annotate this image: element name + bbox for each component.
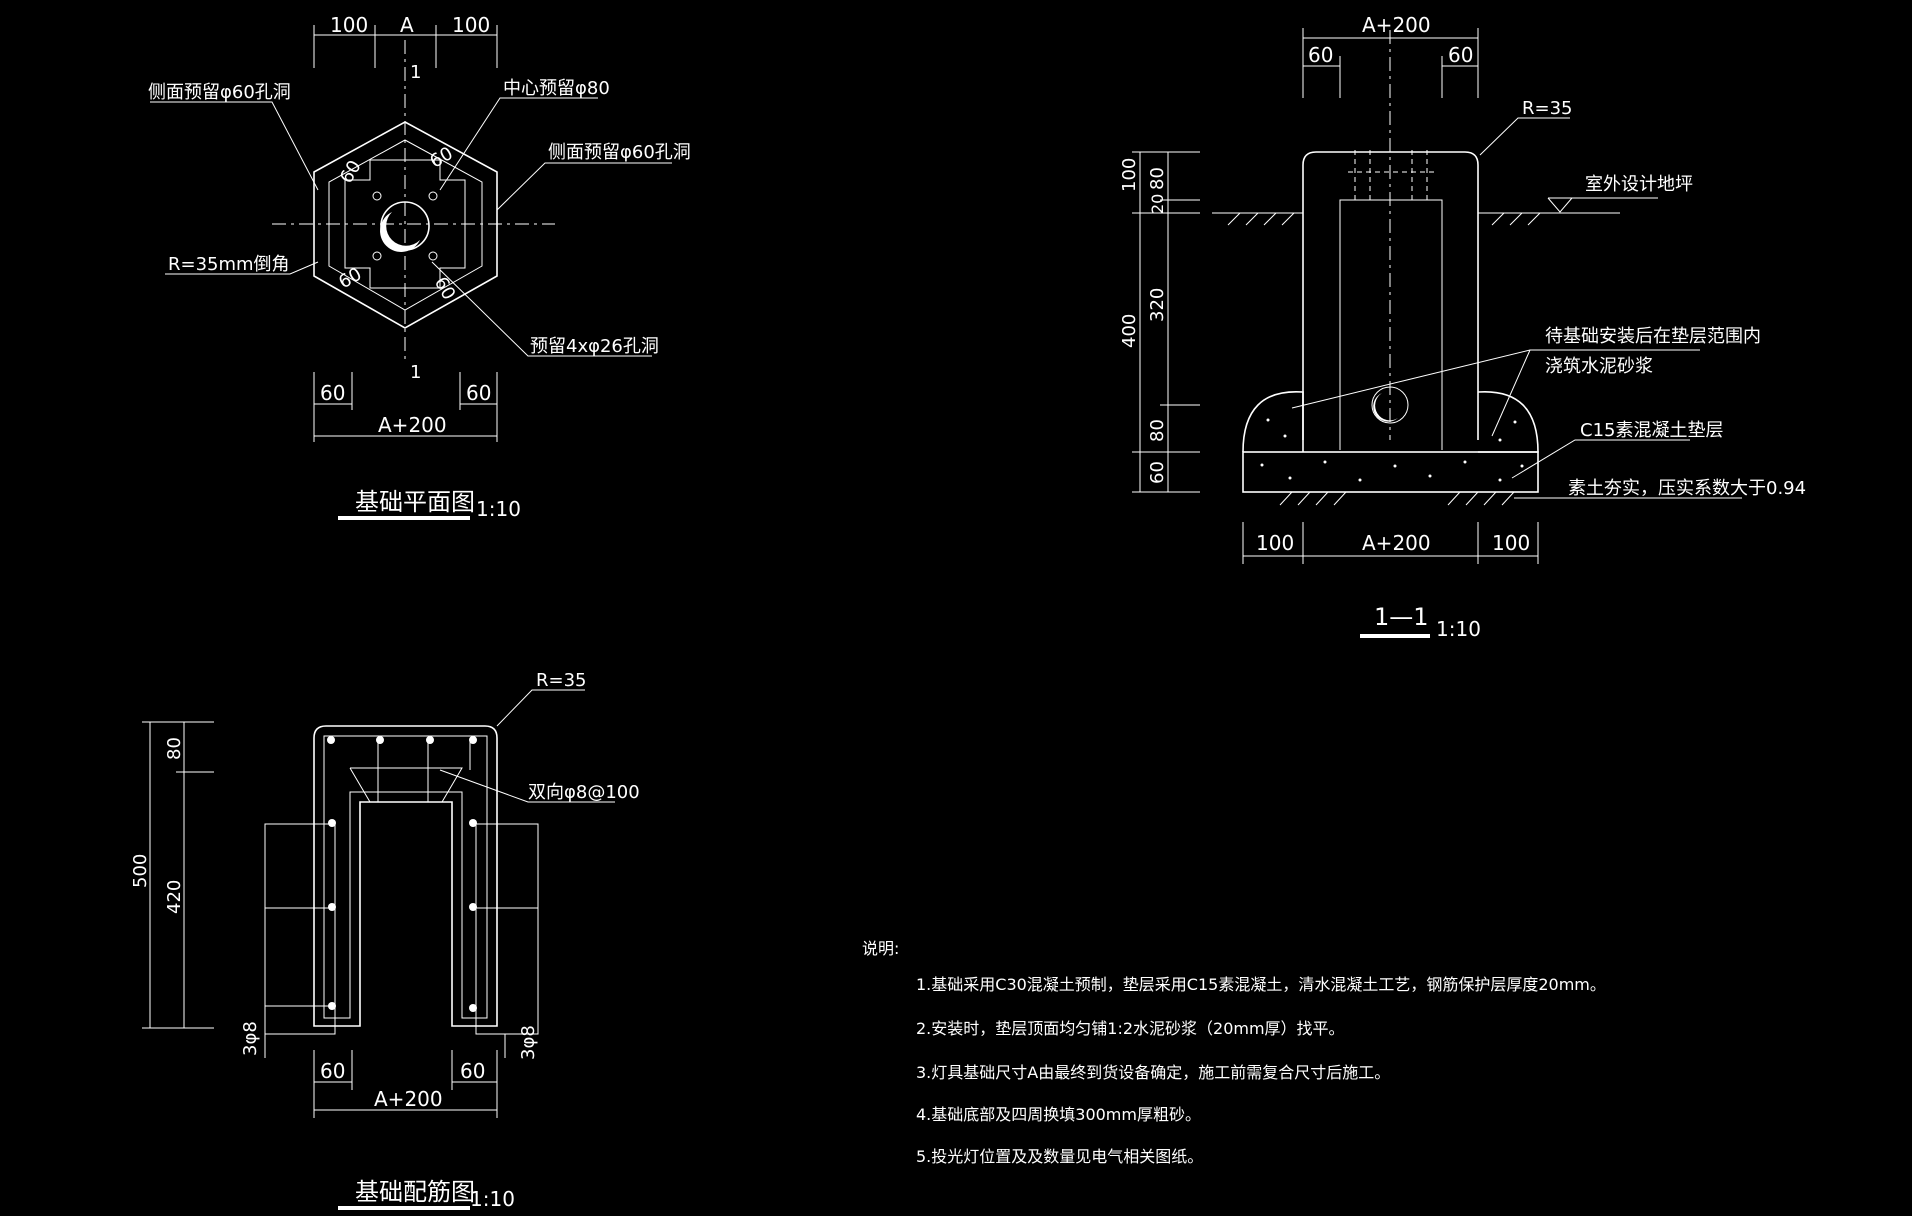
rebar-dim-v-420: 420 — [164, 880, 185, 914]
plan-view: 100 A 100 1 1 60 60 60 60 侧面预留φ60孔洞 中心预留… — [148, 13, 691, 521]
plan-dim-top-mid: A — [400, 13, 414, 37]
sec-ground-hatch — [1227, 212, 1295, 226]
sec-concrete-dots — [1260, 418, 1524, 482]
plan-scale: 1:10 — [476, 497, 521, 521]
rebar-funnel — [349, 767, 463, 803]
rebar-dim-v-500: 500 — [130, 854, 151, 888]
plan-center-hole-crescent — [380, 212, 420, 252]
plan-leader — [496, 162, 672, 211]
plan-leader — [439, 97, 598, 191]
sec-leader — [1479, 117, 1570, 156]
rebar-label-radius: R=35 — [536, 670, 587, 691]
sec-label-grout-2: 浇筑水泥砂浆 — [1545, 356, 1653, 377]
plan-label-center-hole: 中心预留φ80 — [503, 78, 610, 99]
plan-small-hole — [428, 251, 438, 261]
plan-dim-bottom-total: A+200 — [378, 413, 447, 437]
plan-small-hole — [428, 191, 438, 201]
rebar-scale: 1:10 — [470, 1187, 515, 1211]
sec-dim-bottom-left: 100 — [1256, 531, 1294, 555]
plan-section-mark-bottom: 1 — [410, 362, 421, 383]
plan-dim-bottom-right: 60 — [466, 381, 491, 405]
rebar-dim-bottom-left: 60 — [320, 1059, 345, 1083]
plan-small-hole — [372, 251, 382, 261]
sec-c15-bedding — [1242, 451, 1539, 493]
plan-small-hole — [372, 191, 382, 201]
plan-leader — [431, 261, 652, 357]
sec-dim-v-80-top: 80 — [1147, 167, 1168, 190]
plan-label-side-hole-right: 侧面预留φ60孔洞 — [548, 142, 691, 163]
sec-dim-bottom-mid: A+200 — [1362, 531, 1431, 555]
sec-dim-v-400: 400 — [1119, 314, 1140, 348]
sec-label-grout-1: 待基础安装后在垫层范围内 — [1545, 326, 1761, 347]
rebar-dim-v-80: 80 — [164, 737, 185, 760]
sec-label-ground: 室外设计地坪 — [1585, 174, 1693, 195]
sec-scale: 1:10 — [1436, 617, 1481, 641]
sec-grout-left — [1242, 391, 1304, 453]
sec-title: 1—1 — [1374, 603, 1429, 631]
sec-label-c15: C15素混凝土垫层 — [1580, 420, 1723, 441]
sec-dim-bottom-right: 100 — [1492, 531, 1530, 555]
rebar-title: 基础配筋图 — [355, 1178, 475, 1206]
plan-hexagon-inner — [328, 139, 483, 311]
notes-heading: 说明: — [862, 939, 899, 958]
rebar-label-3phi8-right: 3φ8 — [518, 1025, 539, 1060]
plan-dim-top-left: 100 — [330, 13, 368, 37]
plan-label-chamfer: R=35mm倒角 — [168, 254, 290, 275]
rebar-leader — [496, 689, 585, 727]
sec-soil-hatch — [1447, 491, 1515, 506]
sec-soil-hatch — [1279, 491, 1347, 506]
rebar-view: R=35 双向φ8@100 3φ8 3φ8 80 500 420 60 60 A… — [130, 670, 640, 1211]
rebar-dim-bottom-total: A+200 — [374, 1087, 443, 1111]
plan-dim-top-right: 100 — [452, 13, 490, 37]
plan-label-holes-4: 预留4xφ26孔洞 — [530, 336, 659, 357]
rebar-side-block-left — [264, 823, 336, 1035]
sec-leader — [1491, 349, 1531, 437]
sec-label-radius: R=35 — [1522, 98, 1573, 119]
plan-title: 基础平面图 — [355, 488, 475, 516]
plan-label-side-hole-left: 侧面预留φ60孔洞 — [148, 82, 291, 103]
sec-dim-top-total: A+200 — [1362, 13, 1431, 37]
plan-hexagon-outer — [313, 121, 498, 329]
sec-dim-v-60: 60 — [1147, 461, 1168, 484]
notes-item: 2.安装时，垫层顶面均匀铺1:2水泥砂浆（20mm厚）找平。 — [916, 1019, 1345, 1038]
sec-cavity — [1339, 199, 1443, 450]
notes: 说明: 1.基础采用C30混凝土预制，垫层采用C15素混凝土，清水混凝土工艺，钢… — [862, 939, 1606, 1166]
notes-item: 5.投光灯位置及及数量见电气相关图纸。 — [916, 1147, 1203, 1166]
sec-label-soil: 素土夯实，压实系数大于0.94 — [1568, 478, 1806, 499]
sec-dim-top-left: 60 — [1308, 43, 1333, 67]
sec-dim-v-320: 320 — [1147, 288, 1168, 322]
notes-item: 4.基础底部及四周换填300mm厚粗砂。 — [916, 1105, 1201, 1124]
plan-dim-diag: 60 — [336, 157, 366, 187]
rebar-dim-bottom-right: 60 — [460, 1059, 485, 1083]
notes-item: 3.灯具基础尺寸A由最终到货设备确定，施工前需复合尺寸后施工。 — [916, 1063, 1390, 1082]
rebar-dots — [327, 736, 477, 1012]
rebar-leader — [439, 769, 615, 803]
plan-recess — [344, 159, 466, 289]
plan-dim-bottom-left: 60 — [320, 381, 345, 405]
plan-section-mark-top: 1 — [410, 62, 421, 83]
rebar-outline — [313, 725, 498, 1027]
plan-leader — [165, 261, 319, 275]
rebar-label-rebar: 双向φ8@100 — [528, 782, 640, 803]
rebar-side-block-right — [475, 823, 539, 1035]
notes-item: 1.基础采用C30混凝土预制，垫层采用C15素混凝土，清水混凝土工艺，钢筋保护层… — [916, 975, 1606, 994]
sec-dim-v-20: 20 — [1148, 194, 1167, 214]
rebar-label-3phi8-left: 3φ8 — [240, 1021, 261, 1056]
sec-dim-v-100: 100 — [1119, 158, 1140, 192]
section-view: A+200 60 60 室外设计地坪 R=35 — [1119, 13, 1806, 641]
plan-leader — [150, 101, 319, 191]
sec-dim-top-right: 60 — [1448, 43, 1473, 67]
sec-ground-symbol — [1547, 197, 1573, 213]
sec-grout-right — [1477, 391, 1539, 453]
sec-body-outline — [1302, 151, 1479, 440]
sec-dim-v-80-bot: 80 — [1147, 419, 1168, 442]
sec-leader — [1511, 439, 1690, 479]
sec-hole — [1371, 386, 1409, 424]
rebar-loop — [323, 735, 488, 1019]
sec-ground-hatch — [1491, 212, 1541, 226]
